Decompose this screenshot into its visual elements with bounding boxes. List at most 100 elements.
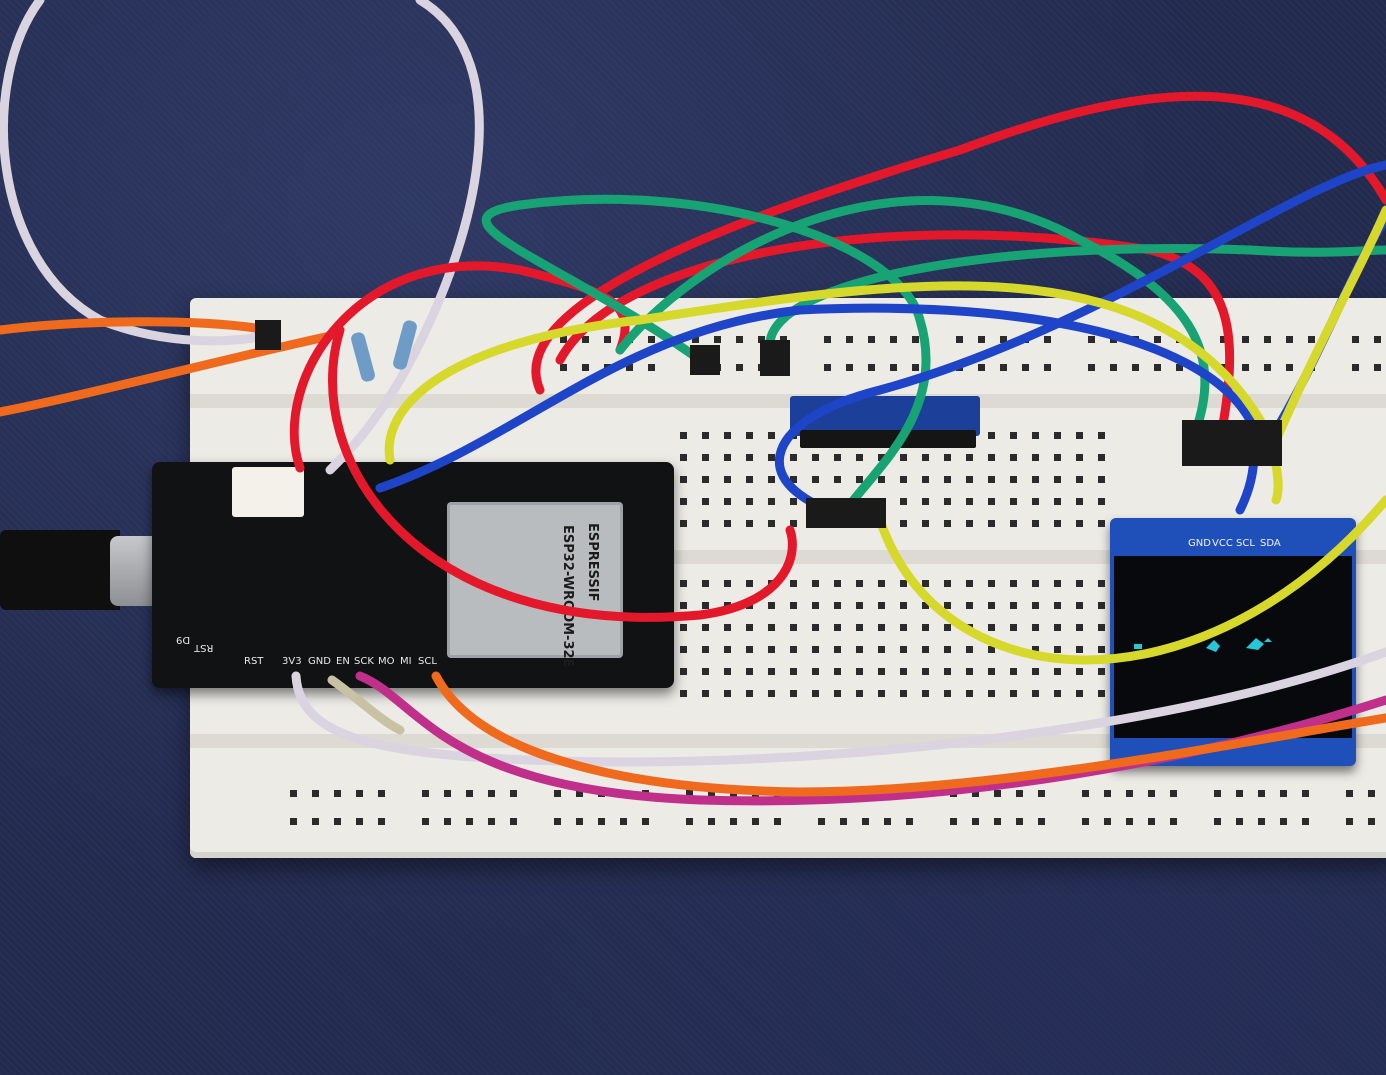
battery-connector bbox=[232, 467, 304, 517]
silk-mo: MO bbox=[378, 656, 395, 667]
breadboard-hole bbox=[812, 580, 819, 587]
breadboard-hole bbox=[790, 580, 797, 587]
breadboard-hole bbox=[686, 790, 693, 797]
breadboard-hole bbox=[582, 364, 589, 371]
breadboard-hole bbox=[1010, 498, 1017, 505]
breadboard-hole bbox=[560, 364, 567, 371]
breadboard-hole bbox=[686, 818, 693, 825]
breadboard-hole bbox=[746, 646, 753, 653]
breadboard-hole bbox=[708, 790, 715, 797]
breadboard-hole bbox=[988, 520, 995, 527]
breadboard-hole bbox=[1054, 498, 1061, 505]
breadboard-hole bbox=[768, 668, 775, 675]
breadboard-hole bbox=[922, 668, 929, 675]
breadboard-hole bbox=[944, 646, 951, 653]
breadboard-hole bbox=[890, 364, 897, 371]
breadboard-hole bbox=[422, 790, 429, 797]
breadboard-hole bbox=[1374, 364, 1381, 371]
breadboard-hole bbox=[378, 818, 385, 825]
breadboard-hole bbox=[790, 520, 797, 527]
breadboard-hole bbox=[724, 454, 731, 461]
breadboard-hole bbox=[702, 432, 709, 439]
breadboard-hole bbox=[878, 668, 885, 675]
breadboard-hole bbox=[746, 624, 753, 631]
breadboard-hole bbox=[680, 580, 687, 587]
breadboard-hole bbox=[790, 454, 797, 461]
breadboard-hole bbox=[994, 818, 1001, 825]
breadboard-hole bbox=[1032, 520, 1039, 527]
breadboard-hole bbox=[1010, 624, 1017, 631]
breadboard-hole bbox=[1010, 432, 1017, 439]
breadboard-hole bbox=[604, 336, 611, 343]
breadboard-hole bbox=[1000, 336, 1007, 343]
breadboard-hole bbox=[1076, 454, 1083, 461]
breadboard-hole bbox=[878, 476, 885, 483]
breadboard-hole bbox=[746, 580, 753, 587]
breadboard-hole bbox=[1032, 498, 1039, 505]
breadboard-hole bbox=[1010, 690, 1017, 697]
breadboard-hole bbox=[944, 498, 951, 505]
breadboard-hole bbox=[780, 336, 787, 343]
breadboard-hole bbox=[922, 646, 929, 653]
breadboard-hole bbox=[900, 580, 907, 587]
oled-pixel bbox=[1134, 644, 1142, 649]
breadboard-hole bbox=[1054, 476, 1061, 483]
breadboard-hole bbox=[1076, 476, 1083, 483]
breadboard-hole bbox=[724, 668, 731, 675]
breadboard-hole bbox=[1258, 790, 1265, 797]
breadboard-hole bbox=[966, 668, 973, 675]
breadboard-hole bbox=[1368, 818, 1375, 825]
breadboard-hole bbox=[1098, 432, 1105, 439]
breadboard-hole bbox=[856, 602, 863, 609]
breadboard-hole bbox=[746, 476, 753, 483]
breadboard-hole bbox=[1038, 818, 1045, 825]
breadboard-hole bbox=[356, 818, 363, 825]
breadboard-hole bbox=[680, 668, 687, 675]
breadboard-hole bbox=[944, 602, 951, 609]
esp32-dev-board: ESPRESSIF ESP32-WROOM-32E RST 3V3 GND EN… bbox=[152, 462, 674, 688]
breadboard-hole bbox=[846, 364, 853, 371]
breadboard-hole bbox=[900, 668, 907, 675]
oled-pin-sda: SDA bbox=[1260, 538, 1281, 549]
breadboard-hole bbox=[1076, 646, 1083, 653]
breadboard-hole bbox=[988, 602, 995, 609]
usb-cable bbox=[0, 530, 120, 610]
breadboard-hole bbox=[1098, 454, 1105, 461]
breadboard-hole bbox=[1082, 790, 1089, 797]
oled-pixel bbox=[1246, 638, 1272, 650]
breadboard-hole bbox=[642, 818, 649, 825]
breadboard-hole bbox=[1154, 336, 1161, 343]
breadboard-hole bbox=[1032, 432, 1039, 439]
breadboard-hole bbox=[356, 790, 363, 797]
breadboard-hole bbox=[746, 520, 753, 527]
breadboard-hole bbox=[680, 454, 687, 461]
breadboard-hole bbox=[1346, 818, 1353, 825]
breadboard-hole bbox=[1352, 364, 1359, 371]
breadboard-hole bbox=[724, 520, 731, 527]
breadboard-hole bbox=[1076, 668, 1083, 675]
breadboard-hole bbox=[334, 818, 341, 825]
breadboard-hole bbox=[840, 818, 847, 825]
breadboard-hole bbox=[988, 476, 995, 483]
resistors bbox=[351, 320, 417, 382]
breadboard-hole bbox=[1032, 668, 1039, 675]
oled-pixel bbox=[1206, 640, 1220, 652]
breadboard-hole bbox=[878, 454, 885, 461]
breadboard-hole bbox=[702, 454, 709, 461]
breadboard-hole bbox=[576, 790, 583, 797]
breadboard-hole bbox=[714, 336, 721, 343]
breadboard-hole bbox=[856, 476, 863, 483]
breadboard-hole bbox=[702, 690, 709, 697]
breadboard-hole bbox=[290, 818, 297, 825]
breadboard-hole bbox=[812, 646, 819, 653]
breadboard-hole bbox=[1044, 336, 1051, 343]
breadboard-hole bbox=[1220, 336, 1227, 343]
breadboard-hole bbox=[966, 646, 973, 653]
breadboard-hole bbox=[878, 624, 885, 631]
breadboard-hole bbox=[488, 790, 495, 797]
breadboard-hole bbox=[790, 646, 797, 653]
breadboard-hole bbox=[1346, 790, 1353, 797]
breadboard-hole bbox=[1032, 690, 1039, 697]
breadboard-hole bbox=[900, 520, 907, 527]
breadboard-hole bbox=[702, 476, 709, 483]
